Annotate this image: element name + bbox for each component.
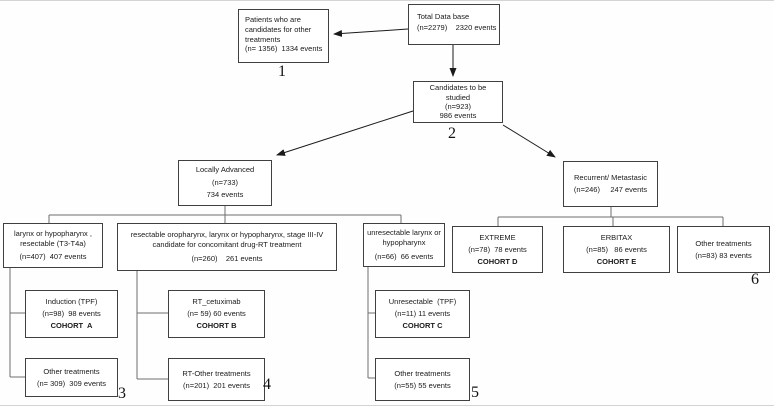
- node-text: Other treatments: [394, 368, 451, 378]
- node-resectable-oropharynx: resectable oropharynx, larynx or hypopha…: [117, 223, 337, 271]
- elbow-unresectable: [367, 267, 375, 379]
- node-other-treatments-larynx: Other treatments (n= 309) 309 events: [25, 358, 118, 397]
- node-text: (n=83) 83 events: [695, 250, 752, 260]
- node-text: (n= 59) 60 events: [187, 309, 246, 318]
- node-text: Other treatments: [695, 238, 752, 248]
- node-text: EXTREME: [479, 232, 516, 242]
- node-text: 986 events: [439, 111, 477, 121]
- node-recurrent-metastasic: Recurrent/ Metastasic (n=246) 247 events: [563, 161, 658, 207]
- node-text: RT-Other treatments: [182, 368, 251, 378]
- node-text: Unresectable (TPF): [388, 297, 457, 306]
- node-text: (n=923): [444, 102, 472, 111]
- node-text: (n=201) 201 events: [183, 380, 250, 390]
- arrow-totaldb-to-patients: [333, 28, 409, 37]
- node-text: (n=55) 55 events: [394, 380, 451, 390]
- node-text: Induction (TPF): [45, 297, 98, 306]
- node-text: (n=2279) 2320 events: [417, 23, 497, 33]
- node-text: resectable oropharynx, larynx or hypopha…: [130, 229, 324, 239]
- node-text-cohort: COHORT D: [477, 256, 518, 266]
- node-total-database: Total Data base (n=2279) 2320 events: [408, 4, 500, 45]
- node-erbitax-cohort-e: ERBITAX (n=85) 86 events COHORT E: [563, 226, 670, 273]
- label-3: 3: [118, 385, 126, 402]
- node-text-cohort: COHORT B: [196, 321, 237, 330]
- node-text: (n=78) 78 events: [468, 244, 527, 254]
- arrow-candidates-to-recurrent: [502, 124, 556, 158]
- node-text: (n= 309) 309 events: [36, 378, 106, 388]
- node-text: hypopharynx: [382, 238, 426, 248]
- node-text: studied: [445, 92, 471, 102]
- node-locally-advanced: Locally Advanced (n=733) 734 events: [178, 160, 272, 206]
- node-text: (n=260) 261 events: [191, 254, 263, 264]
- node-text: RT_cetuximab: [192, 297, 241, 306]
- node-rt-cetuximab-cohort-b: RT_cetuximab (n= 59) 60 events COHORT B: [168, 290, 265, 338]
- elbow-resectable-oropharynx: [136, 271, 168, 380]
- node-text: ERBITAX: [600, 232, 633, 242]
- elbow-larynx-resectable: [9, 268, 25, 378]
- node-text: Total Data base: [417, 12, 470, 21]
- node-candidates-to-be-studied: Candidates to be studied (n=923) 986 eve…: [413, 81, 503, 123]
- node-text: (n=246) 247 events: [573, 185, 648, 194]
- node-other-treatments-unres: Other treatments (n=55) 55 events: [375, 358, 470, 401]
- node-text: resectable (T3-T4a): [20, 238, 86, 248]
- node-other-treatments-rm: Other treatments (n=83) 83 events: [677, 226, 770, 273]
- node-text-cohort: COHORT E: [596, 256, 637, 266]
- node-text-cohort: COHORT A: [50, 321, 93, 330]
- node-unresectable-tpf-cohort-c: Unresectable (TPF) (n=11) 11 events COHO…: [375, 290, 470, 338]
- tree-locally-advanced: [48, 206, 402, 223]
- node-text: treatments: [245, 34, 281, 44]
- node-text: (n=11) 11 events: [394, 309, 451, 318]
- node-text: candidates for other: [245, 24, 312, 34]
- node-text-cohort: COHORT C: [402, 321, 443, 330]
- node-larynx-resectable: larynx or hypopharynx , resectable (T3-T…: [3, 223, 103, 268]
- node-text: (n=66) 66 events: [374, 251, 434, 261]
- label-6: 6: [751, 271, 759, 288]
- node-text: Candidates to be: [429, 83, 487, 93]
- label-4: 4: [263, 376, 271, 393]
- node-text: Other treatments: [43, 367, 100, 377]
- tree-recurrent: [497, 207, 724, 226]
- node-text: Patients who are: [245, 15, 301, 24]
- node-text: candidate for concomitant drug-RT treatm…: [152, 239, 302, 249]
- node-text: (n=407) 407 events: [19, 252, 87, 262]
- node-unresectable-larynx: unresectable larynx or hypopharynx (n=66…: [363, 223, 445, 267]
- node-patients-other-treatments: Patients who are candidates for other tr…: [238, 9, 329, 63]
- node-text: larynx or hypopharynx ,: [14, 228, 92, 238]
- node-text: (n=733): [211, 177, 239, 187]
- node-text: 734 events: [206, 190, 244, 200]
- node-text: (n= 1356) 1334 events: [245, 44, 323, 54]
- label-1: 1: [278, 63, 286, 80]
- node-induction-tpf-cohort-a: Induction (TPF) (n=98) 98 events COHORT …: [25, 290, 118, 338]
- arrow-candidates-to-locally-advanced: [276, 110, 414, 156]
- node-rt-other-treatments: RT-Other treatments (n=201) 201 events: [168, 358, 265, 401]
- node-text: Recurrent/ Metastasic: [574, 173, 647, 182]
- node-text: unresectable larynx or: [367, 228, 441, 238]
- node-text: (n=85) 86 events: [586, 244, 647, 254]
- node-text: Locally Advanced: [195, 164, 255, 174]
- label-5: 5: [471, 384, 479, 401]
- label-2: 2: [448, 125, 456, 142]
- node-text: (n=98) 98 events: [42, 309, 101, 318]
- node-extreme-cohort-d: EXTREME (n=78) 78 events COHORT D: [452, 226, 543, 273]
